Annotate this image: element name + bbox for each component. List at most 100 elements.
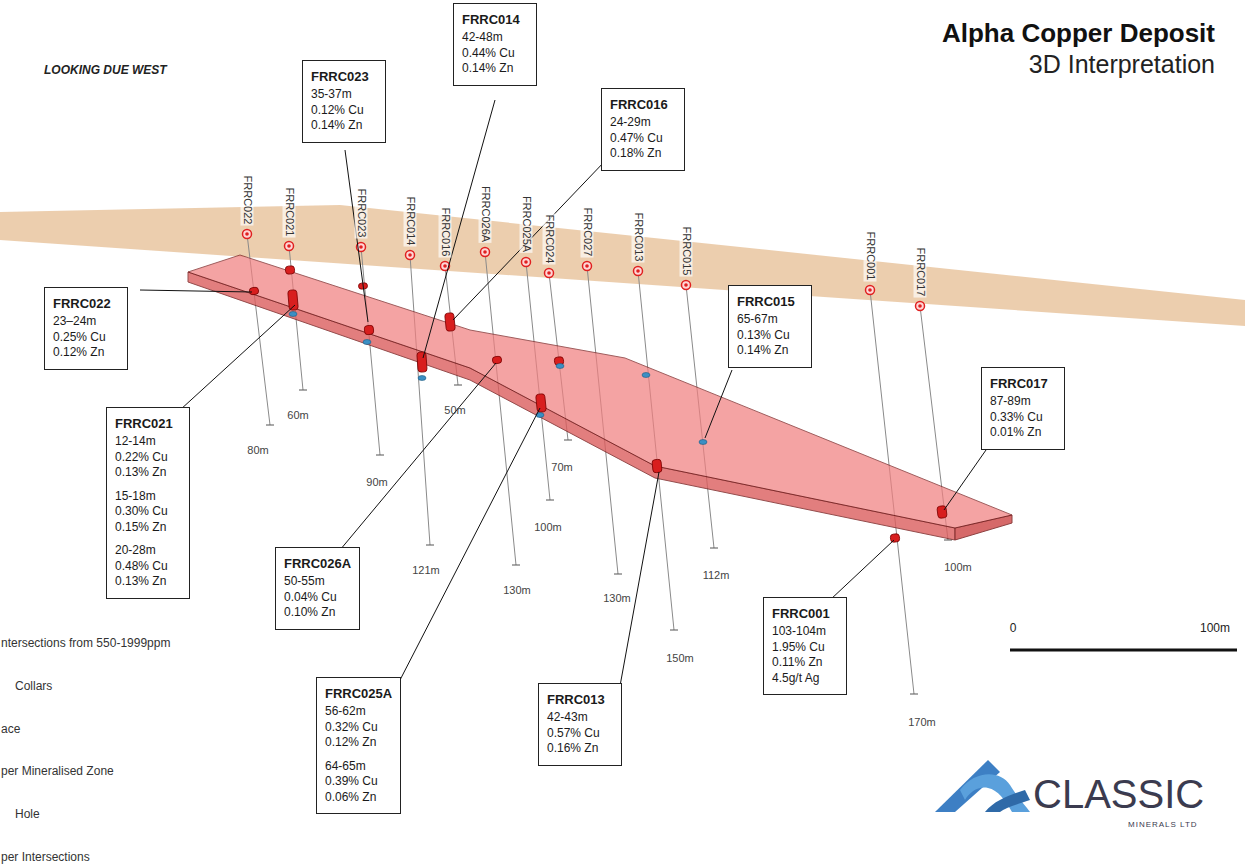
copper-intersection: [890, 534, 900, 543]
scale-label: 0: [1010, 621, 1017, 635]
subtitle: 3D Interpretation: [1029, 50, 1215, 79]
copper-intersection: [417, 352, 427, 373]
leader-lines: [140, 100, 986, 686]
hole-id: FRRC025A: [325, 685, 392, 702]
leader-line: [340, 363, 496, 550]
hole-end-tick: [512, 565, 520, 566]
legend-text: per Mineralised Zone: [1, 764, 114, 778]
assay-result: 87-89m 0.33% Cu 0.01% Zn: [990, 394, 1056, 441]
hole-end-tick: [376, 455, 384, 456]
assay-result: 56-62m 0.32% Cu 0.12% Zn: [325, 704, 391, 751]
depth-label: 70m: [551, 461, 572, 473]
callout-box: FRRC01442-48m 0.44% Cu 0.14% Zn: [453, 3, 537, 86]
collar-dot: [684, 283, 688, 287]
leader-line: [705, 370, 732, 438]
hole-label: FRRC027: [581, 206, 594, 257]
mineralised-zone: [188, 255, 1012, 540]
low-grade-intersection: [289, 312, 297, 317]
copper-intersection: [445, 313, 456, 332]
low-grade-intersection: [363, 340, 371, 345]
hole-id: FRRC016: [610, 96, 676, 113]
legend-text: ace: [1, 722, 20, 736]
legend-entry: per Intersections: [1, 850, 90, 864]
depth-label: 60m: [287, 409, 308, 421]
low-grade-intersection: [418, 376, 426, 381]
hole-label: FRRC013: [632, 211, 645, 262]
hole-end-tick: [426, 545, 434, 546]
collar-dot: [524, 260, 528, 264]
collar-dot: [585, 264, 589, 268]
collar-marker: [866, 286, 875, 295]
intersections: [249, 266, 947, 543]
depth-label: 90m: [366, 476, 387, 488]
hole-end-tick: [454, 385, 462, 386]
hole-label: FRRC026A: [479, 185, 492, 243]
low-grade-intersection: [642, 373, 650, 378]
callout-box: FRRC026A50-55m 0.04% Cu 0.10% Zn: [275, 547, 360, 630]
legend-entry: ntersections from 550-1999ppm: [1, 636, 170, 650]
copper-intersection: [652, 459, 662, 473]
hole-id: FRRC001: [772, 605, 838, 622]
callout-box: FRRC015 65-67m 0.13% Cu 0.14% Zn: [728, 285, 812, 368]
hole-end-tick: [710, 548, 718, 549]
collar-dot: [287, 244, 291, 248]
legend-text: per Intersections: [1, 850, 90, 864]
hole-id: FRRC015: [737, 293, 803, 310]
drill-trace: [361, 247, 380, 455]
view-direction: LOOKING DUE WEST: [44, 63, 167, 77]
legend-text: Hole: [15, 807, 40, 821]
leader-line: [140, 290, 252, 292]
depth-label: 150m: [666, 652, 694, 664]
legend-text: Collars: [15, 679, 52, 693]
collar-dot: [868, 288, 872, 292]
hole-label: FRRC014: [404, 195, 417, 246]
hole-end-tick: [299, 390, 307, 391]
copper-intersection: [249, 287, 259, 295]
callout-box: FRRC025A56-62m 0.32% Cu 0.12% Zn64-65m 0…: [316, 677, 401, 814]
callout-box: FRRC01342-43m 0.57% Cu 0.16% Zn: [538, 683, 622, 766]
collar-marker: [545, 269, 554, 278]
assay-result: 42-43m 0.57% Cu 0.16% Zn: [547, 710, 613, 757]
assay-result: 65-67m 0.13% Cu 0.14% Zn: [737, 312, 803, 359]
collar-marker: [285, 242, 294, 251]
scale-label: 100m: [1200, 621, 1230, 635]
leader-line: [453, 160, 606, 320]
depth-label: 100m: [944, 561, 972, 573]
leader-line: [830, 540, 894, 600]
collar-marker: [583, 262, 592, 271]
assay-result: 103-104m 1.95% Cu 0.11% Zn 4.5g/t Ag: [772, 624, 838, 686]
logo-shape: [960, 774, 1030, 812]
leader-line: [180, 305, 295, 410]
callout-box: FRRC01624-29m 0.47% Cu 0.18% Zn: [601, 88, 685, 171]
legend-entry: Hole: [15, 807, 40, 821]
hole-id: FRRC014: [462, 11, 528, 28]
scale-bar: [1010, 649, 1237, 652]
hole-id: FRRC023: [311, 68, 377, 85]
callout-box: FRRC023 35-37m 0.12% Cu 0.14% Zn: [302, 60, 386, 143]
copper-intersection: [492, 356, 502, 364]
leader-line: [944, 450, 986, 510]
leader-line: [423, 100, 495, 358]
collar-marker: [481, 248, 490, 257]
assay-result: 35-37m 0.12% Cu 0.14% Zn: [311, 87, 377, 134]
leader-line: [345, 150, 368, 322]
legend-entry: Collars: [15, 679, 52, 693]
collar-marker: [682, 281, 691, 290]
hole-label: FRRC001: [864, 230, 877, 281]
hole-end-tick: [564, 440, 572, 441]
collar-dot: [547, 271, 551, 275]
collar-dot: [443, 264, 447, 268]
callout-box: FRRC02223–24m 0.25% Cu 0.12% Zn: [44, 287, 128, 370]
depth-label: 100m: [534, 521, 562, 533]
collar-dot: [359, 245, 363, 249]
hole-id: FRRC021: [115, 415, 181, 432]
low-grade-intersection: [699, 440, 707, 445]
copper-intersection: [536, 394, 547, 413]
company-logo-mark: [935, 760, 1030, 812]
hole-end-tick: [614, 574, 622, 575]
legend-text: ntersections from 550-1999ppm: [1, 636, 170, 650]
hole-label: FRRC015: [680, 225, 693, 276]
hole-id: FRRC017: [990, 375, 1056, 392]
depth-label: 170m: [908, 716, 936, 728]
